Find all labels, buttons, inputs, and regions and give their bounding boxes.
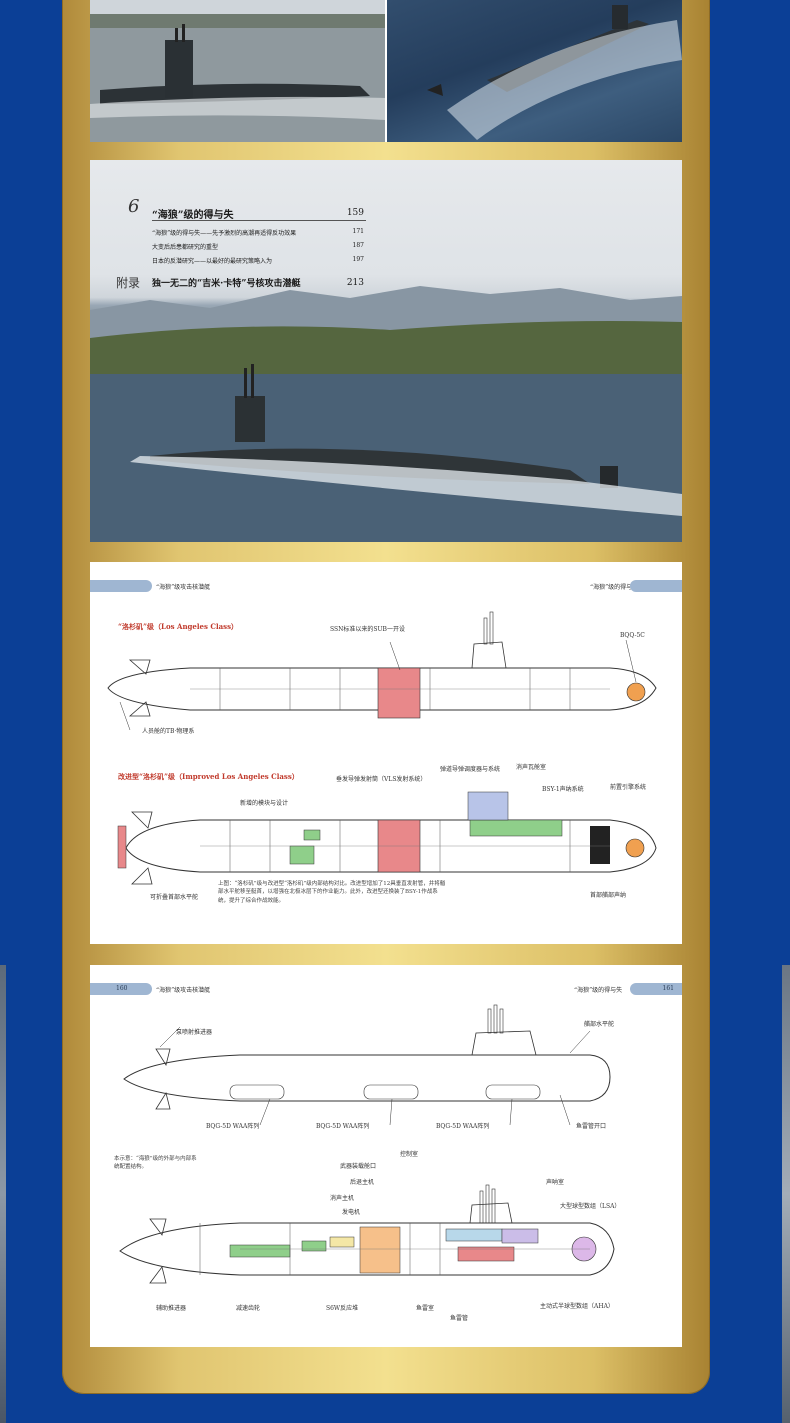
chapter-title: “海狼”级的得与失 <box>152 210 234 221</box>
chapter-number: 6 <box>128 196 140 217</box>
label-bqq-5c: BQQ-5C <box>620 632 645 639</box>
label-torpedo-openings: 鱼雷管开口 <box>576 1123 607 1130</box>
toc-item-page: 197 <box>352 256 364 263</box>
label-waa-1: BQG-5D WAA阵列 <box>206 1123 260 1130</box>
label-reduction-gear: 减速齿轮 <box>236 1305 261 1312</box>
left-running-title: “海狼”级攻击核潜艇 <box>156 987 211 994</box>
label-aha: 主动式半球型数组（AHA） <box>540 1303 614 1310</box>
right-running-title: “海狼”级的得与失 <box>590 584 639 591</box>
label-sonar-room: 声呐室 <box>546 1179 565 1186</box>
label-astern-engine: 后退主机 <box>350 1179 375 1186</box>
los-angeles-diagram-page: “海狼”级攻击核潜艇 “海狼”级的得与失 “洛杉矶”级（Los Angeles … <box>90 562 682 944</box>
label-bow-sonar: 首部艏部声纳 <box>590 892 627 899</box>
figure-note: 本示意：“海狼”级的外部与内部系统配置结构。 <box>114 1156 197 1171</box>
left-page-tab: 160 <box>90 983 152 995</box>
label-s6w-reactor: S6W反应堆 <box>326 1305 359 1312</box>
section-title-los-angeles: “洛杉矶”级（Los Angeles Class） <box>118 622 239 631</box>
label-bsy1: BSY-1声纳系统 <box>542 786 584 793</box>
chapter-page: 159 <box>346 208 364 218</box>
label-retractable-planes: 可折叠首部水平舵 <box>150 894 199 901</box>
seawolf-diagram-page: 160 “海狼”级攻击核潜艇 “海狼”级的得与失 161 <box>90 965 682 1347</box>
page-header: “海狼”级攻击核潜艇 “海狼”级的得与失 <box>90 580 682 594</box>
right-running-title: “海狼”级的得与失 <box>574 987 623 994</box>
toc-item[interactable]: 大变后后患都研究的重型 <box>152 244 219 251</box>
appendix-title[interactable]: 独一无二的“吉米·卡特”号核攻击潜艇 <box>152 279 301 289</box>
label-stern-array: 人员舱的TB·物理系 <box>142 728 195 735</box>
label-ssn-standard: SSN标准以来的SUB一开设 <box>330 626 405 633</box>
figure-note: 上图：“洛杉矶”级与改进型“洛杉矶”级内部结构对比。改进型增加了12具垂直发射管… <box>218 881 446 904</box>
page-header: 160 “海狼”级攻击核潜艇 “海狼”级的得与失 161 <box>90 983 682 997</box>
label-main-engine: 消声主机 <box>330 1195 355 1202</box>
submarine-photo-right <box>387 0 682 142</box>
label-waa-2: BQG-5D WAA阵列 <box>316 1123 370 1130</box>
section-title-improved-los-angeles: 改进型“洛杉矶”级（Improved Los Angeles Class） <box>118 772 299 781</box>
label-control-room: 控制室 <box>400 1151 419 1158</box>
label-anechoic: 消声瓦舱室 <box>516 764 547 771</box>
seawolf-schematics <box>119 1004 615 1284</box>
label-new-modules: 新增的模块与设计 <box>240 800 289 807</box>
left-running-title: “海狼”级攻击核潜艇 <box>156 584 211 591</box>
background-edge-right <box>782 965 790 1423</box>
photo-strip <box>90 0 682 142</box>
toc-item-page: 187 <box>352 242 364 249</box>
label-lsa: 大型球型数组（LSA） <box>560 1203 621 1210</box>
right-page-tab: 161 <box>630 983 682 995</box>
label-forward-system: 前置引擎系统 <box>610 784 647 791</box>
label-weapons-hatch: 武器装载舱口 <box>340 1163 377 1170</box>
toc-item-page: 171 <box>352 228 364 235</box>
left-page-tab <box>90 580 152 592</box>
appendix-page: 213 <box>346 278 364 288</box>
label-aux-propulsion: 辅助推进器 <box>156 1305 187 1312</box>
label-pump-jet: 泵喷射推进器 <box>176 1029 213 1036</box>
appendix-label: 附录 <box>116 276 141 290</box>
label-waa-3: BQG-5D WAA阵列 <box>436 1123 490 1130</box>
label-vls: 垂发导弹发射筒（VLS发射系统） <box>336 776 427 783</box>
label-torpedo-room: 鱼雷室 <box>416 1305 435 1312</box>
label-weapons-control: 弹道导弹调度器与系统 <box>440 766 501 773</box>
label-bow-planes: 艏部水平舵 <box>584 1021 615 1028</box>
right-page-tab <box>630 580 682 592</box>
toc-photo: 6 “海狼”级的得与失 159 “海狼”级的得与失——先予激烈的高潮再适得反功效… <box>90 160 682 542</box>
toc-divider <box>152 220 366 221</box>
background-edge-left <box>0 965 6 1423</box>
los-angeles-schematics <box>107 611 657 885</box>
toc-item[interactable]: “海狼”级的得与失——先予激烈的高潮再适得反功效果 <box>152 230 297 237</box>
label-torpedo-tubes: 鱼雷管 <box>450 1315 469 1322</box>
toc-item[interactable]: 日本的反潜研究——以最好的最研究策略入为 <box>152 258 273 265</box>
submarine-photo-left <box>90 0 385 142</box>
label-generator: 发电机 <box>342 1209 361 1216</box>
